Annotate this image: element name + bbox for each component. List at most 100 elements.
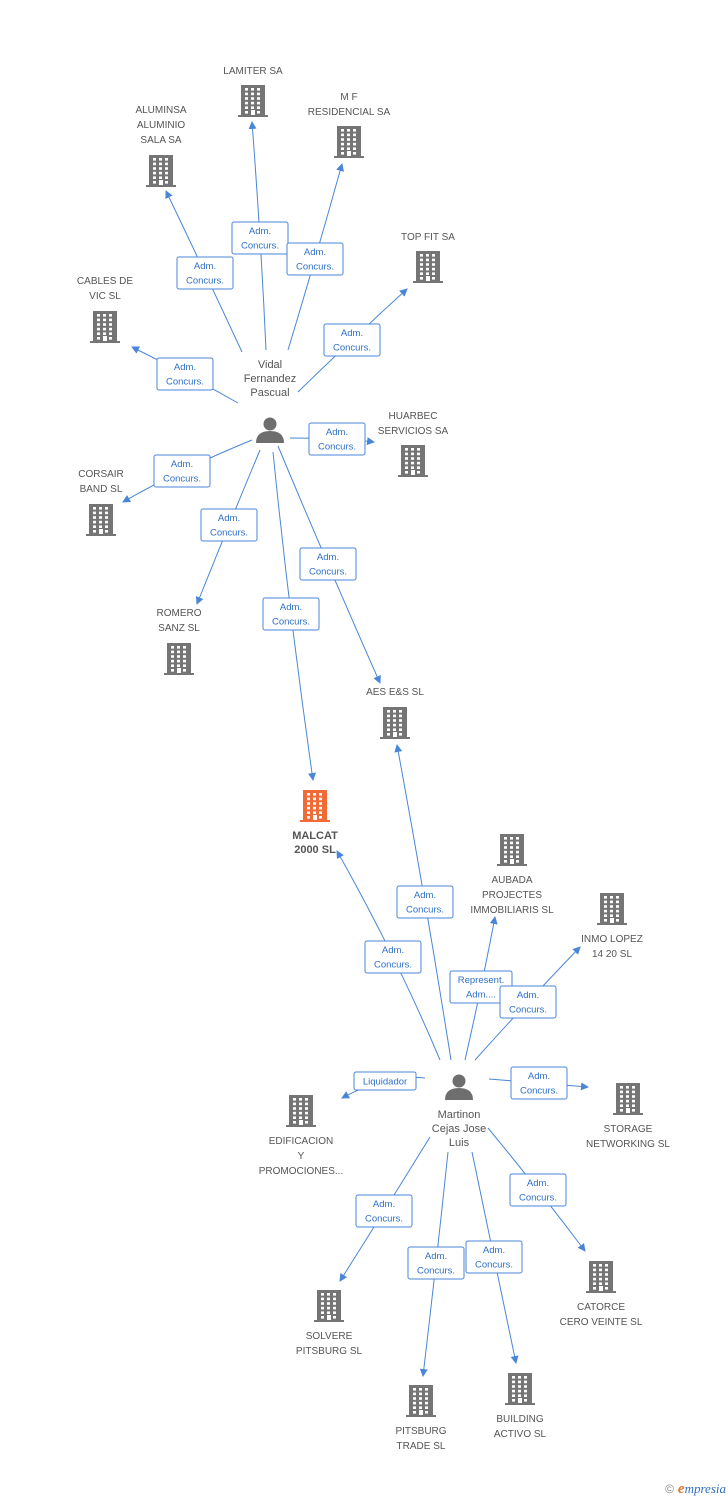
edge-label[interactable]: Adm. Concurs.: [176, 256, 234, 290]
edge-label-box: [407, 1246, 465, 1280]
empresia-logo[interactable]: ©empresia: [665, 1481, 726, 1498]
node-label-line: 14 20 SL: [592, 949, 632, 960]
copyright-symbol: ©: [665, 1482, 674, 1496]
company-node-aes[interactable]: AES E&S SL: [366, 687, 424, 739]
building-icon: [497, 834, 527, 866]
edge-label[interactable]: Liquidador: [353, 1071, 417, 1091]
edge-label-text: Concurs.: [296, 262, 334, 273]
node-label-line: ALUMINSA: [135, 105, 186, 116]
edge-label-text: Concurs.: [163, 474, 201, 485]
edge-label-text: Adm.: [280, 602, 302, 613]
edge-label-text: Adm.: [218, 513, 240, 524]
company-node-aluminsa[interactable]: ALUMINSA ALUMINIO SALA SA: [135, 105, 187, 187]
node-label-line: INMO LOPEZ: [581, 934, 643, 945]
node-label-line: EDIFICACION: [269, 1136, 333, 1147]
edge-label-text: Adm.: [174, 362, 196, 373]
node-label-line: BAND SL: [80, 484, 123, 495]
building-icon: [406, 1385, 436, 1417]
edge-label[interactable]: Adm.Concurs.: [200, 508, 258, 542]
edge-label[interactable]: Adm.Concurs.: [308, 422, 366, 456]
building-icon: [613, 1083, 643, 1115]
edge-label-text: Adm.: [194, 261, 216, 272]
company-node-inmo[interactable]: INMO LOPEZ 14 20 SL: [581, 893, 643, 960]
building-icon: [146, 155, 176, 187]
node-label-line: TOP FIT SA: [401, 232, 455, 243]
edge-label[interactable]: Adm.Concurs.: [499, 985, 557, 1019]
edge-label-box: [510, 1066, 568, 1100]
edge-label-box: [153, 454, 211, 488]
brand-name: mpresia: [684, 1481, 726, 1496]
node-label-line: PITSBURG SL: [296, 1346, 363, 1357]
edge-label-text: Adm.: [528, 1071, 550, 1082]
company-node-topfit[interactable]: TOP FIT SA: [401, 232, 455, 283]
edge-label-box: [509, 1173, 567, 1207]
edge-label[interactable]: Adm.Concurs.: [355, 1194, 413, 1228]
edge-label-text: Concurs.: [406, 905, 444, 916]
edge-label-text: Concurs.: [186, 276, 224, 287]
node-label-line: CABLES DE: [77, 276, 133, 287]
edge-label[interactable]: Adm. Concurs.: [407, 1246, 465, 1280]
edge-label-text: Adm.: [527, 1178, 549, 1189]
edge-label-box: [499, 985, 557, 1019]
node-label-line: PITSBURG: [395, 1426, 446, 1437]
node-label-line: ACTIVO SL: [494, 1429, 547, 1440]
edge-label-box: [353, 1071, 417, 1091]
edge-label-box: [299, 547, 357, 581]
building-icon: [300, 790, 330, 822]
node-label-line: SALA SA: [140, 135, 181, 146]
edge-label[interactable]: Adm.Concurs.: [396, 885, 454, 919]
edge-label-text: Adm.: [171, 459, 193, 470]
edge-label-text: Concurs.: [519, 1193, 557, 1204]
building-icon: [586, 1261, 616, 1293]
edge-label[interactable]: Adm.Concurs.: [465, 1240, 523, 1274]
edge-label-text: Concurs.: [365, 1214, 403, 1225]
edge-label-text: Adm.: [425, 1251, 447, 1262]
edge-label[interactable]: Adm. Concurs.: [156, 357, 214, 391]
edge-label-text: Concurs.: [166, 377, 204, 388]
node-label-line: ALUMINIO: [137, 120, 186, 131]
edge-label-box: [176, 256, 234, 290]
edge-label-text: Concurs.: [309, 567, 347, 578]
edge-label[interactable]: Adm. Concurs.: [299, 547, 357, 581]
person-icon: [445, 1074, 473, 1100]
edge-label[interactable]: Adm. Concurs.: [509, 1173, 567, 1207]
building-icon: [238, 85, 268, 117]
company-node-edificacion[interactable]: EDIFICACIONYPROMOCIONES...: [259, 1095, 343, 1177]
node-label-line: Y: [298, 1151, 305, 1162]
building-icon: [164, 643, 194, 675]
edge-label-box: [231, 221, 289, 255]
edge-label-box: [465, 1240, 523, 1274]
edge-label-text: Liquidador: [363, 1077, 407, 1088]
edge-label[interactable]: Adm. Concurs.: [153, 454, 211, 488]
edge-label[interactable]: Adm.Concurs.: [231, 221, 289, 255]
edge-label[interactable]: Adm.Concurs.: [364, 940, 422, 974]
node-label-line: Luis: [449, 1137, 470, 1149]
building-icon: [314, 1290, 344, 1322]
edge-label[interactable]: Adm.Concurs.: [323, 323, 381, 357]
edge-label-text: Adm.: [317, 552, 339, 563]
node-label-line: HUARBEC: [389, 411, 438, 422]
edge-label[interactable]: Adm.Concurs.: [510, 1066, 568, 1100]
edge-label[interactable]: Adm.Concurs.: [286, 242, 344, 276]
edge-label-text: Concurs.: [374, 960, 412, 971]
edge-label[interactable]: Adm.Concurs.: [262, 597, 320, 631]
company-node-lamiter[interactable]: LAMITER SA: [223, 66, 283, 117]
node-label-line: AES E&S SL: [366, 687, 424, 698]
edge-label-text: Concurs.: [417, 1266, 455, 1277]
building-icon: [398, 445, 428, 477]
